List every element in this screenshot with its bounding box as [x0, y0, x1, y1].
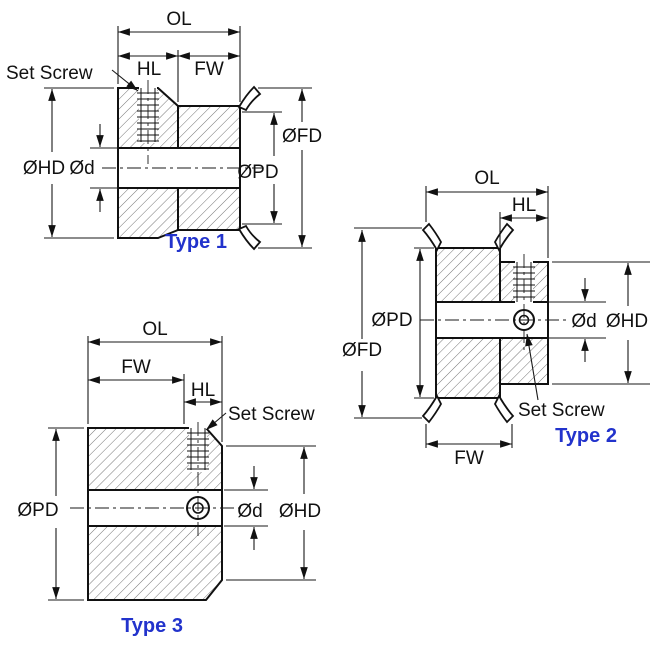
type1-ohd-label: ØHD	[23, 158, 65, 179]
type2-ohd-label: ØHD	[606, 311, 648, 332]
type2-hl-label: HL	[512, 195, 536, 216]
type1-fw-label: FW	[194, 59, 224, 80]
type1-od-label: Ød	[69, 158, 94, 179]
type3-set-screw-threads	[187, 428, 209, 470]
type1-ofd-dimension	[258, 87, 312, 249]
type2-section	[420, 222, 570, 424]
type1-belt-lower	[177, 187, 241, 231]
type3-ol-label: OL	[142, 319, 167, 340]
type2-name-label: Type 2	[555, 425, 617, 447]
type3-ohd-dimension	[226, 445, 316, 581]
type3-opd-label: ØPD	[17, 500, 58, 521]
type1-ol-label: OL	[166, 9, 191, 30]
type3-body-lower	[87, 525, 223, 601]
type2-ol-dimension	[425, 186, 549, 258]
type2-set-screw-label: Set Screw	[518, 400, 605, 421]
type1-flange-bottom	[237, 224, 262, 251]
type2-fw-dimension	[425, 424, 513, 448]
type2-opd-dimension	[414, 247, 434, 399]
type2-fw-label: FW	[454, 448, 484, 469]
type3-name-label: Type 3	[121, 615, 183, 637]
type3-figure: OL FW HL Set Screw ØPD Ød ØHD Type 3	[17, 319, 321, 637]
type1-section	[102, 80, 262, 251]
type1-set-screw-label: Set Screw	[6, 63, 93, 84]
type3-dimensions	[48, 336, 316, 601]
type3-fw-label: FW	[121, 357, 151, 378]
type1-set-screw-leader	[111, 69, 139, 92]
type3-body-upper	[87, 427, 223, 491]
type3-set-screw-leader	[205, 412, 227, 431]
type1-belt-upper	[177, 105, 241, 149]
type2-od-label: Ød	[571, 311, 596, 332]
type1-hl-label: HL	[137, 59, 161, 80]
type3-od-dimension	[224, 466, 268, 550]
type2-ofd-dimension	[354, 227, 422, 419]
type3-ohd-label: ØHD	[279, 501, 321, 522]
type2-flange-bottom-left	[421, 394, 443, 424]
type1-od-dimension	[90, 124, 118, 212]
type1-figure: OL HL FW Set Screw ØHD Ød ØPD ØFD Type 1	[6, 9, 322, 253]
type2-ol-label: OL	[474, 168, 499, 189]
type1-opd-dimension	[242, 111, 282, 225]
type2-dimensions	[354, 186, 650, 448]
type3-section	[70, 422, 242, 601]
type2-ofd-label: ØFD	[342, 340, 382, 361]
type2-flange-top-right	[493, 222, 515, 252]
type3-fw-dimension	[88, 374, 185, 424]
type1-ofd-label: ØFD	[282, 126, 322, 147]
type2-figure: OL HL ØPD ØFD Ød ØHD Set Screw FW Type 2	[342, 168, 650, 469]
type2-hl-dimension	[499, 212, 548, 258]
type1-flange-top	[237, 85, 262, 112]
type2-flange-top-left	[421, 222, 443, 252]
type3-od-label: Ød	[237, 501, 262, 522]
type3-opd-dimension	[48, 427, 84, 601]
type2-set-screw-leader	[525, 333, 539, 401]
type2-od-dimension	[548, 278, 606, 362]
type1-dimensions	[44, 26, 312, 249]
type2-opd-label: ØPD	[371, 310, 412, 331]
type3-hl-label: HL	[191, 380, 215, 401]
type1-opd-label: ØPD	[237, 162, 278, 183]
type1-hl-fw-dimension	[118, 50, 240, 102]
type3-set-screw-label: Set Screw	[228, 404, 315, 425]
type1-ohd-dimension	[44, 87, 114, 239]
type1-name-label: Type 1	[165, 231, 227, 253]
type2-flange-bottom-right	[493, 394, 515, 424]
type2-ohd-dimension	[552, 261, 650, 385]
